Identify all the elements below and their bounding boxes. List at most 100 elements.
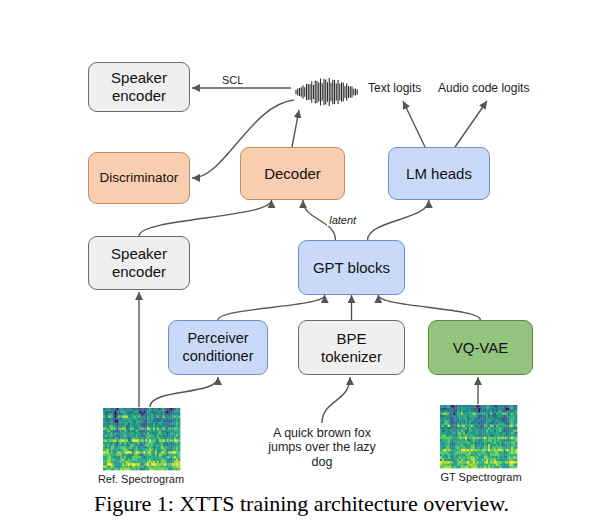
spectrogram-cell xyxy=(168,415,170,418)
spectrogram-cell xyxy=(113,410,115,413)
spectrogram-cell xyxy=(107,410,109,413)
spectrogram-cell xyxy=(444,417,446,420)
spectrogram-cell xyxy=(457,429,459,432)
spectrogram-cell xyxy=(480,446,482,449)
spectrogram-cell xyxy=(172,434,174,437)
spectrogram-cell xyxy=(103,437,105,440)
spectrogram-cell xyxy=(142,437,144,440)
spectrogram-cell xyxy=(507,456,509,459)
spectrogram-cell xyxy=(118,420,120,423)
spectrogram-cell xyxy=(109,460,111,463)
spectrogram-cell xyxy=(116,437,118,440)
spectrogram-cell xyxy=(147,432,149,435)
spectrogram-cell xyxy=(471,434,473,437)
spectrogram-cell xyxy=(490,437,492,440)
spectrogram-cell xyxy=(465,439,467,442)
spectrogram-cell xyxy=(484,441,486,444)
spectrogram-cell xyxy=(167,425,169,428)
spectrogram-cell xyxy=(161,429,163,432)
spectrogram-cell xyxy=(473,466,475,469)
spectrogram-cell xyxy=(500,458,502,461)
spectrogram-cell xyxy=(475,427,477,430)
spectrogram-cell xyxy=(176,465,178,468)
spectrogram-cell xyxy=(147,446,149,449)
spectrogram-cell xyxy=(157,425,159,428)
spectrogram-cell xyxy=(486,434,488,437)
spectrogram-cell xyxy=(126,451,128,454)
spectrogram-cell xyxy=(145,446,147,449)
spectrogram-cell xyxy=(138,458,140,461)
spectrogram-cell xyxy=(178,413,180,416)
spectrogram-cell xyxy=(151,441,153,444)
spectrogram-cell xyxy=(500,444,502,447)
spectrogram-cell xyxy=(505,422,507,425)
spectrogram-cell xyxy=(496,422,498,425)
spectrogram-cell xyxy=(471,453,473,456)
spectrogram-cell xyxy=(479,451,481,454)
spectrogram-cell xyxy=(176,410,178,413)
spectrogram-cell xyxy=(167,465,169,468)
spectrogram-cell xyxy=(444,451,446,454)
spectrogram-cell xyxy=(161,408,163,411)
spectrogram-cell xyxy=(165,465,167,468)
spectrogram-cell xyxy=(509,453,511,456)
spectrogram-cell xyxy=(118,453,120,456)
spectrogram-cell xyxy=(455,410,457,413)
spectrogram-cell xyxy=(113,422,115,425)
spectrogram-cell xyxy=(500,424,502,427)
spectrogram-cell xyxy=(440,439,442,442)
spectrogram-cell xyxy=(463,405,465,408)
spectrogram-cell xyxy=(111,463,113,466)
spectrogram-cell xyxy=(132,460,134,463)
spectrogram-cell xyxy=(149,427,151,430)
spectrogram-cell xyxy=(452,434,454,437)
spectrogram-cell xyxy=(178,449,180,452)
spectrogram-cell xyxy=(477,444,479,447)
spectrogram-cell xyxy=(505,466,507,469)
spectrogram-cell xyxy=(453,451,455,454)
spectrogram-cell xyxy=(138,449,140,452)
spectrogram-cell xyxy=(453,466,455,469)
spectrogram-cell xyxy=(504,407,506,410)
spectrogram-cell xyxy=(461,437,463,440)
spectrogram-cell xyxy=(444,422,446,425)
spectrogram-cell xyxy=(159,410,161,413)
spectrogram-cell xyxy=(115,465,117,468)
spectrogram-cell xyxy=(471,444,473,447)
spectrogram-cell xyxy=(480,432,482,435)
gt-spectrogram-image xyxy=(440,405,517,468)
spectrogram-cell xyxy=(178,420,180,423)
spectrogram-cell xyxy=(111,468,113,471)
spectrogram-cell xyxy=(176,456,178,459)
spectrogram-cell xyxy=(155,460,157,463)
spectrogram-cell xyxy=(107,451,109,454)
spectrogram-cell xyxy=(145,413,147,416)
spectrogram-cell xyxy=(467,453,469,456)
spectrogram-cell xyxy=(168,465,170,468)
spectrogram-cell xyxy=(507,444,509,447)
spectrogram-cell xyxy=(109,453,111,456)
spectrogram-cell xyxy=(147,437,149,440)
spectrogram-cell xyxy=(494,466,496,469)
spectrogram-cell xyxy=(178,427,180,430)
spectrogram-cell xyxy=(172,458,174,461)
spectrogram-cell xyxy=(151,437,153,440)
spectrogram-cell xyxy=(477,417,479,420)
spectrogram-cell xyxy=(157,422,159,425)
spectrogram-cell xyxy=(134,422,136,425)
spectrogram-cell xyxy=(149,449,151,452)
spectrogram-cell xyxy=(116,449,118,452)
spectrogram-cell xyxy=(477,427,479,430)
spectrogram-cell xyxy=(490,432,492,435)
spectrogram-cell xyxy=(448,422,450,425)
spectrogram-cell xyxy=(134,446,136,449)
spectrogram-cell xyxy=(475,456,477,459)
spectrogram-cell xyxy=(118,444,120,447)
spectrogram-cell xyxy=(467,437,469,440)
spectrogram-cell xyxy=(105,427,107,430)
spectrogram-cell xyxy=(505,461,507,464)
spectrogram-cell xyxy=(157,434,159,437)
spectrogram-cell xyxy=(143,439,145,442)
spectrogram-cell xyxy=(107,420,109,423)
spectrogram-cell xyxy=(442,456,444,459)
